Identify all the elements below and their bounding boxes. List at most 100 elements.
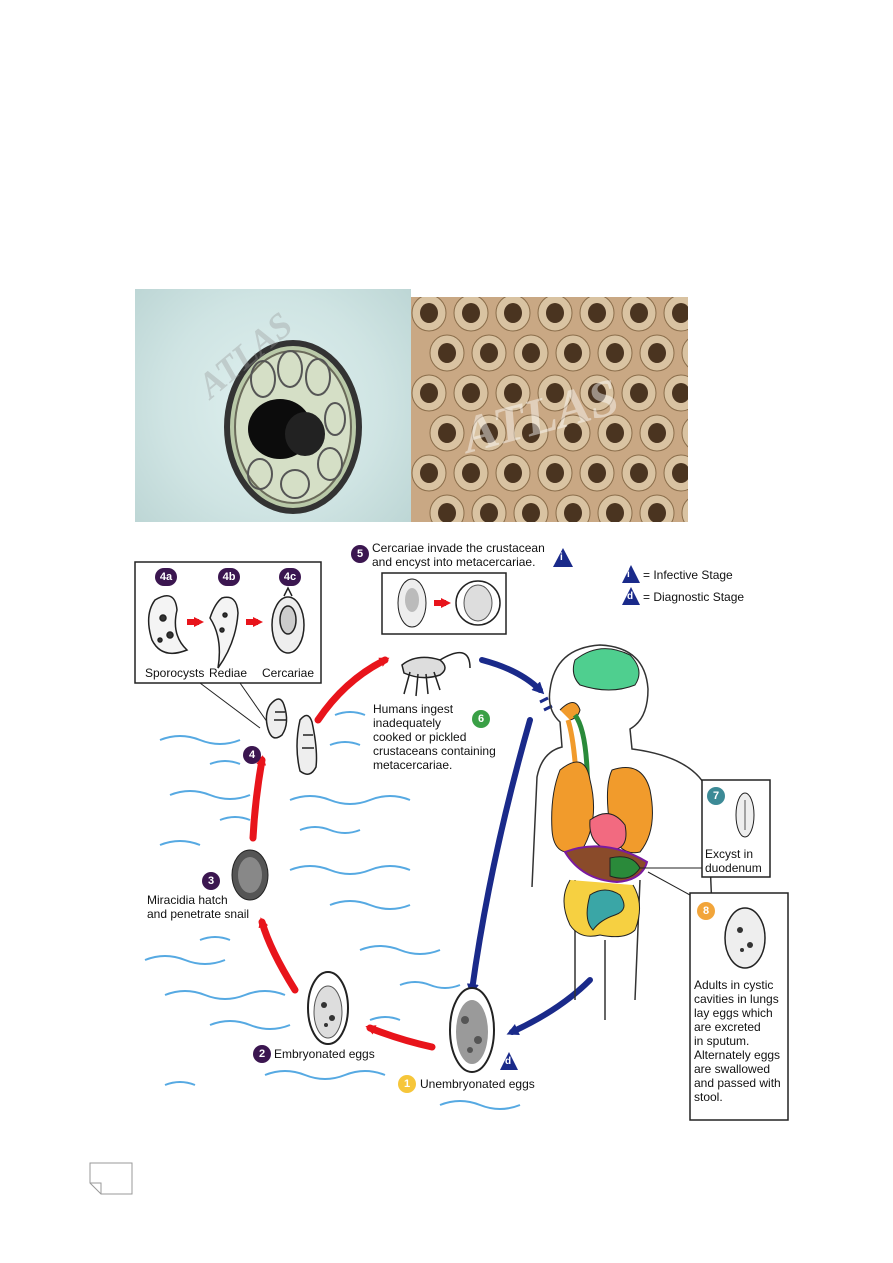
egg-embryo — [564, 343, 582, 363]
unembryonated-egg-drawing — [449, 987, 495, 1073]
egg-embryo — [420, 383, 438, 403]
left-lung — [551, 761, 595, 853]
egg-embryo — [672, 383, 688, 403]
blue-arrows — [466, 657, 593, 1035]
egg-embryo — [672, 463, 688, 483]
egg-embryo — [462, 463, 480, 483]
stage-8-line-5: in sputum. — [694, 1034, 750, 1048]
stage-4a-badge: 4a — [155, 568, 177, 586]
egg-embryo — [438, 343, 456, 363]
stage-4-badge: 4 — [243, 746, 261, 764]
stage-7-badge: 7 — [707, 787, 725, 805]
egg-embryo — [588, 303, 606, 323]
egg-embryo — [648, 343, 666, 363]
miracidium-drawing — [231, 849, 269, 901]
egg-embryo — [564, 423, 582, 443]
egg-embryo — [588, 383, 606, 403]
stage-7-line-1: Excyst in — [705, 847, 754, 861]
stage-7-line-2: duodenum — [705, 861, 762, 875]
egg-embryo — [522, 343, 540, 363]
egg-embryo — [630, 303, 648, 323]
egg-embryo — [438, 423, 456, 443]
stage-8-line-4: are excreted — [694, 1020, 761, 1034]
egg-embryo — [648, 423, 666, 443]
stage-5-label-2: and encyst into metacercariae. — [372, 555, 536, 569]
egg-embryo — [546, 303, 564, 323]
egg-embryo — [648, 503, 666, 522]
stage-2-label: Embryonated eggs — [274, 1047, 375, 1061]
egg-embryo — [480, 343, 498, 363]
stage-8-line-7: are swallowed — [694, 1062, 771, 1076]
egg-cell — [681, 418, 688, 448]
stage-5-label-1: Cercariae invade the crustacean — [372, 541, 545, 555]
egg-embryo — [606, 503, 624, 522]
egg-embryo — [630, 463, 648, 483]
stage-5-badge: 5 — [351, 545, 369, 563]
egg-embryo — [546, 463, 564, 483]
stage-8-badge: 8 — [697, 902, 715, 920]
stage-4b-badge: 4b — [218, 568, 240, 586]
infective-label: = Infective Stage — [643, 568, 733, 582]
egg-embryo — [522, 503, 540, 522]
egg-cell — [681, 498, 688, 522]
crustacean-drawing — [401, 651, 471, 697]
stage-8-line-2: cavities in lungs — [694, 992, 779, 1006]
egg-embryo — [480, 503, 498, 522]
stage-8-line-6: Alternately eggs — [694, 1048, 781, 1062]
stomach — [609, 856, 641, 879]
stage-6-line-3: cooked or pickled — [373, 730, 467, 744]
stage1-diagnostic-symbol: d — [505, 1056, 512, 1067]
heart — [589, 813, 627, 851]
egg-micrograph-cluster: ATLAS — [411, 297, 688, 522]
egg-embryo — [630, 383, 648, 403]
stage-3-label-1: Miracidia hatch — [147, 893, 228, 907]
stage-3-label-2: and penetrate snail — [147, 907, 250, 921]
stage-3-badge: 3 — [202, 872, 220, 890]
egg-embryo — [420, 303, 438, 323]
egg-cell — [681, 338, 688, 368]
stage-1-badge: 1 — [398, 1075, 416, 1093]
egg-embryo — [606, 343, 624, 363]
stage-6-badge: 6 — [472, 710, 490, 728]
stage-4c-badge: 4c — [279, 568, 301, 586]
egg-embryo — [504, 303, 522, 323]
rediae-drawing — [209, 596, 239, 669]
egg-embryo — [588, 463, 606, 483]
rediae-label: Rediae — [209, 666, 248, 680]
egg-embryo — [606, 423, 624, 443]
stage-1-label: Unembryonated eggs — [420, 1077, 535, 1091]
page-corner-icon — [89, 1162, 133, 1195]
human-figure — [531, 644, 713, 1020]
cercariae-label: Cercariae — [262, 666, 315, 680]
water-waves — [144, 711, 521, 1110]
stage5-infective-symbol: i — [560, 552, 563, 563]
egg-embryo — [480, 423, 498, 443]
egg-embryo — [438, 503, 456, 522]
stage-6-line-5: metacercariae. — [373, 758, 453, 772]
stage-8-line-1: Adults in cystic — [694, 978, 774, 992]
infective-symbol: i — [627, 569, 630, 580]
sporocyst-drawing — [147, 595, 189, 655]
brain — [572, 648, 640, 691]
diagnostic-symbol: d — [627, 591, 634, 602]
embryonated-egg-drawing — [307, 971, 349, 1045]
egg-micrograph-single: ATLAS — [135, 289, 411, 522]
egg-embryo — [546, 383, 564, 403]
stage-2-badge: 2 — [253, 1045, 271, 1063]
egg-embryo — [462, 303, 480, 323]
stage-6-line-1: Humans ingest — [373, 702, 454, 716]
stage-8-line-8: and passed with — [694, 1076, 781, 1090]
egg-embryo — [504, 463, 522, 483]
stage-8-line-3: lay eggs which — [694, 1006, 773, 1020]
legend-symbols — [500, 548, 640, 1070]
stage-6-line-2: inadequately — [373, 716, 442, 730]
egg-embryo — [564, 503, 582, 522]
diagnostic-label: = Diagnostic Stage — [643, 590, 745, 604]
egg-embryo — [522, 423, 540, 443]
egg-embryo — [504, 383, 522, 403]
snail-drawing — [265, 698, 318, 775]
sporocysts-label: Sporocysts — [145, 666, 205, 680]
egg-embryo — [462, 383, 480, 403]
stage-8-line-9: stool. — [694, 1090, 723, 1104]
